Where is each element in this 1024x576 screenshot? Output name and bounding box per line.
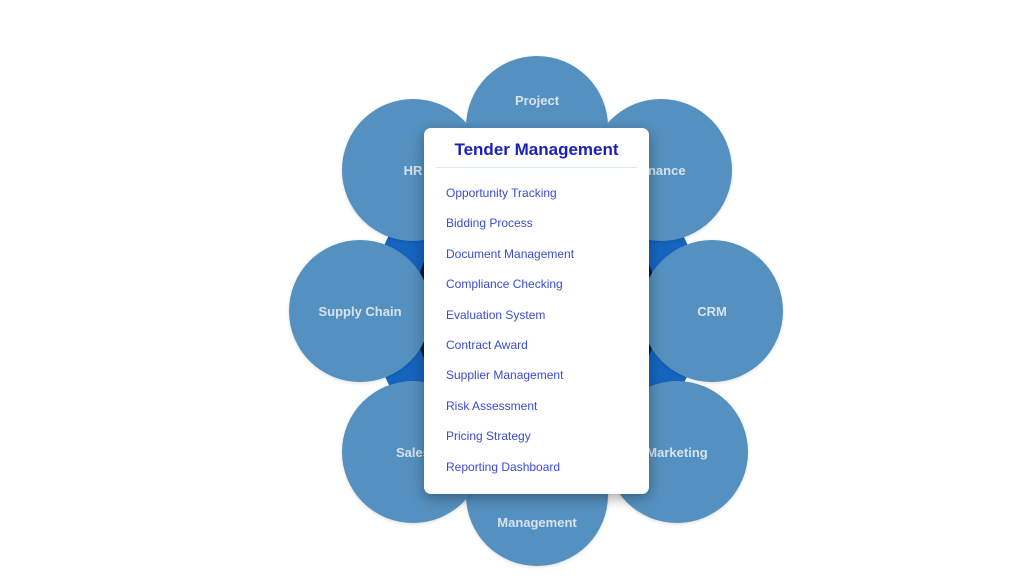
submenu-item-supplier-management[interactable]: Supplier Management (446, 368, 564, 383)
submenu-item-bidding-process[interactable]: Bidding Process (446, 216, 533, 231)
petal-label: Sales (396, 444, 430, 460)
petal-label: Marketing (646, 444, 708, 460)
submenu-list: Opportunity Tracking Bidding Process Doc… (436, 168, 637, 482)
submenu-item-risk-assessment[interactable]: Risk Assessment (446, 398, 538, 413)
petal-label: CRM (697, 303, 727, 319)
submenu-item-contract-award[interactable]: Contract Award (446, 337, 528, 352)
petal-supply-chain[interactable]: Supply Chain (289, 240, 431, 382)
petal-label: Management (497, 514, 577, 530)
submenu-item-reporting-dashboard[interactable]: Reporting Dashboard (446, 459, 561, 474)
submenu-item-compliance-checking[interactable]: Compliance Checking (446, 277, 563, 292)
petal-crm[interactable]: CRM (641, 240, 783, 382)
petal-label: Project (514, 92, 560, 108)
popup-title: Tender Management (436, 140, 637, 168)
submenu-item-document-management[interactable]: Document Management (446, 246, 575, 261)
submenu-item-opportunity-tracking[interactable]: Opportunity Tracking (446, 186, 557, 200)
submenu-popup: Tender Management Opportunity Tracking B… (424, 128, 649, 494)
petal-label: Supply Chain (318, 303, 402, 319)
submenu-item-evaluation-system[interactable]: Evaluation System (446, 307, 546, 322)
petal-label: HR (403, 162, 423, 178)
submenu-item-pricing-strategy[interactable]: Pricing Strategy (446, 429, 531, 444)
